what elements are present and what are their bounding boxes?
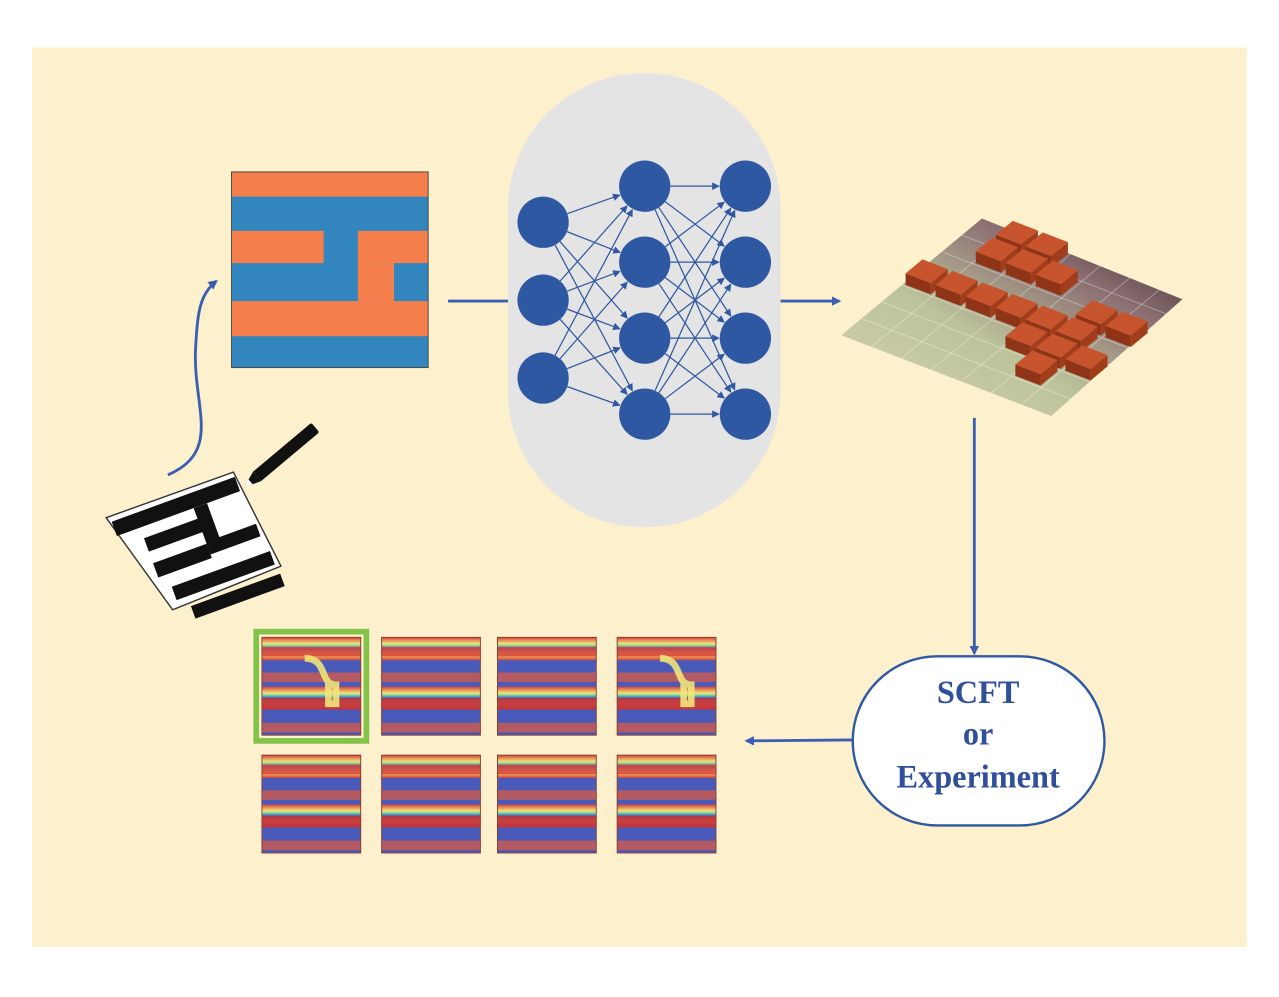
tile-top (1075, 300, 1118, 325)
tile-side (1080, 326, 1098, 353)
network-edge (567, 193, 621, 215)
box-label-line1: SCFT (937, 674, 1020, 710)
tile-side (1060, 343, 1078, 369)
tile-side (1005, 263, 1031, 285)
tile-side (1035, 274, 1061, 296)
tile-top (1025, 305, 1068, 330)
tile-side (1040, 360, 1058, 386)
network-edge (559, 281, 628, 360)
network-edge (559, 318, 628, 395)
tile-side (960, 280, 978, 307)
tile-side (1105, 325, 1131, 348)
tile-top (1035, 260, 1078, 285)
tile-side (1050, 315, 1068, 341)
diagram-svg: SCFT or Experiment (32, 47, 1247, 947)
tile-top (1055, 317, 1098, 341)
network-edge (566, 270, 621, 292)
result-thumbnail (497, 636, 597, 736)
result-thumbnail (381, 754, 481, 854)
defect-feature (304, 654, 340, 708)
hand-drawn-sketch (105, 471, 285, 619)
network-node (619, 160, 671, 212)
network-node (719, 388, 772, 440)
sketch-to-pattern-arrow (167, 279, 218, 477)
plate-grid-line (1020, 287, 1163, 405)
network-edge (654, 209, 736, 391)
tile-side (990, 292, 1008, 318)
tile-top (935, 270, 978, 295)
network-node (517, 352, 569, 404)
network-edge (559, 241, 628, 319)
tile-side (1005, 336, 1031, 358)
network-node (719, 160, 772, 212)
result-thumbnail (616, 636, 717, 736)
tile-top (995, 293, 1038, 318)
network-node (517, 196, 569, 248)
network-node (619, 236, 671, 288)
network-edge (567, 386, 621, 407)
predicted-pattern-plate (841, 218, 1183, 417)
network-edge (566, 308, 621, 331)
results-grid (253, 628, 717, 854)
network-edge (658, 283, 732, 394)
tile-side (1020, 303, 1038, 330)
network-node (719, 236, 772, 288)
neural-network-edges (554, 182, 736, 418)
result-thumbnail (616, 754, 717, 854)
tile-side (1000, 247, 1018, 273)
tile-side (1130, 321, 1148, 348)
tile-side (975, 251, 1001, 273)
tile-top (1065, 345, 1108, 369)
network-edge (658, 207, 732, 318)
defect-feature (659, 654, 695, 708)
scft-to-results-arrow (744, 736, 853, 746)
pencil-icon (244, 423, 319, 488)
plate-grid-line (861, 318, 1072, 400)
network-node (619, 388, 671, 440)
network-edge (664, 201, 725, 248)
tile-side (1015, 364, 1041, 386)
tile-top (995, 220, 1038, 245)
tile-top (1105, 311, 1148, 336)
tile-side (1060, 270, 1078, 296)
network-node (517, 274, 569, 326)
tile-side (935, 284, 961, 307)
tile-side (930, 269, 948, 295)
tile-top (1015, 350, 1058, 375)
box-label-line3: Experiment (897, 758, 1060, 794)
tile-side (1030, 258, 1048, 285)
network-edge (554, 244, 633, 392)
network-edge (664, 353, 725, 400)
result-thumbnail (253, 628, 370, 744)
tile-side (1065, 359, 1091, 381)
network-edge (566, 346, 621, 370)
tile-side (965, 296, 991, 318)
network-node (619, 312, 671, 364)
tile-top (1005, 322, 1048, 346)
stripe-pattern-input (231, 171, 429, 369)
tile-side (1100, 310, 1118, 336)
network-edge (554, 208, 633, 356)
selected-highlight (253, 628, 370, 744)
result-thumbnail (261, 754, 362, 854)
tile-side (905, 273, 931, 295)
tile-top (975, 237, 1018, 262)
tile-top (1025, 232, 1068, 257)
tile-side (1090, 354, 1108, 381)
tile-side (1030, 331, 1048, 358)
result-thumbnail (381, 636, 481, 736)
tile-side (1021, 230, 1038, 256)
network-node (719, 312, 772, 364)
tile-side (1051, 242, 1068, 268)
tile-top (905, 259, 948, 284)
tile-side (995, 308, 1021, 330)
tile-top (1035, 333, 1078, 358)
tile-top (1005, 249, 1048, 273)
box-label-line2: or (963, 716, 993, 752)
network-edge (559, 205, 628, 282)
neural-network-nodes (517, 160, 772, 440)
result-thumbnail (497, 754, 597, 854)
tile-top (965, 282, 1008, 307)
